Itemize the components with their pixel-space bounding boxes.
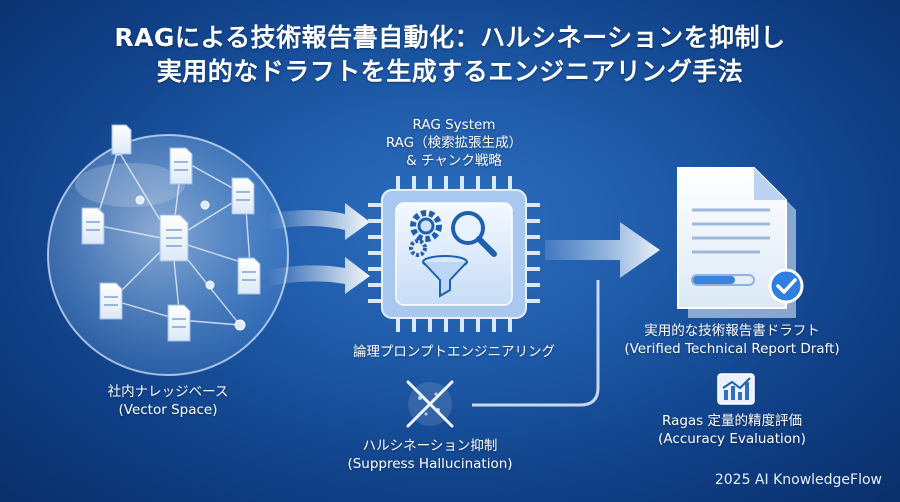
footer-credit: 2025 AI KnowledgeFlow (714, 472, 882, 488)
feedback-line (472, 280, 600, 407)
magnifier-icon (451, 211, 497, 257)
evaluation-label-en: (Accuracy Evaluation) (658, 431, 806, 447)
document-icons (81, 124, 261, 342)
knowledge-base-label: 社内ナレッジベース (Vector Space) (80, 383, 256, 419)
draft-label-ja: 実用的な技術報告書ドラフト (644, 323, 820, 339)
rag-chip (368, 176, 540, 332)
title-line-1: RAGによる技術報告書自動化：ハルシネーションを抑制し (114, 23, 786, 52)
evaluation-label: Ragas 定量的精度評価 (Accuracy Evaluation) (642, 412, 822, 448)
draft-label: 実用的な技術報告書ドラフト (Verified Technical Report… (612, 322, 852, 358)
title-line-2: 実用的なドラフトを生成するエンジニアリング手法 (156, 57, 744, 86)
progress-fill (693, 276, 735, 284)
rag-label-line1: RAG System (412, 117, 496, 133)
hallucination-x-icon (406, 380, 454, 428)
document-lines (86, 161, 256, 328)
rag-label-line2: RAG（検索拡張生成） (385, 135, 523, 151)
rag-system-label: RAG System RAG（検索拡張生成） & チャンク戦略 (364, 116, 544, 170)
rag-label-line3: & チャンク戦略 (406, 153, 502, 169)
input-arrow-bottom (268, 257, 370, 294)
evaluation-label-ja: Ragas 定量的精度評価 (661, 413, 803, 429)
progress-bar (691, 274, 755, 286)
report-draft-document (677, 167, 804, 318)
prompt-engineering-text: 論理プロンプトエンジニアリング (352, 344, 556, 360)
hallucination-label-en: (Suppress Hallucination) (347, 456, 513, 472)
funnel-icon (422, 255, 468, 298)
draft-label-en: (Verified Technical Report Draft) (624, 341, 840, 357)
check-icon (768, 268, 804, 304)
gear-icon (409, 210, 442, 257)
report-lines (692, 208, 770, 254)
chart-icon (717, 373, 755, 405)
hallucination-label-ja: ハルシネーション抑制 (362, 438, 498, 454)
knowledge-base-label-ja: 社内ナレッジベース (107, 384, 229, 400)
prompt-engineering-label: 論理プロンプトエンジニアリング (334, 343, 574, 361)
hallucination-label: ハルシネーション抑制 (Suppress Hallucination) (340, 437, 520, 473)
output-arrow (545, 222, 660, 278)
input-arrow-top (268, 203, 370, 240)
knowledge-base-label-en: (Vector Space) (118, 402, 218, 418)
chip-pins (368, 176, 540, 332)
knowledge-sphere (47, 124, 289, 376)
